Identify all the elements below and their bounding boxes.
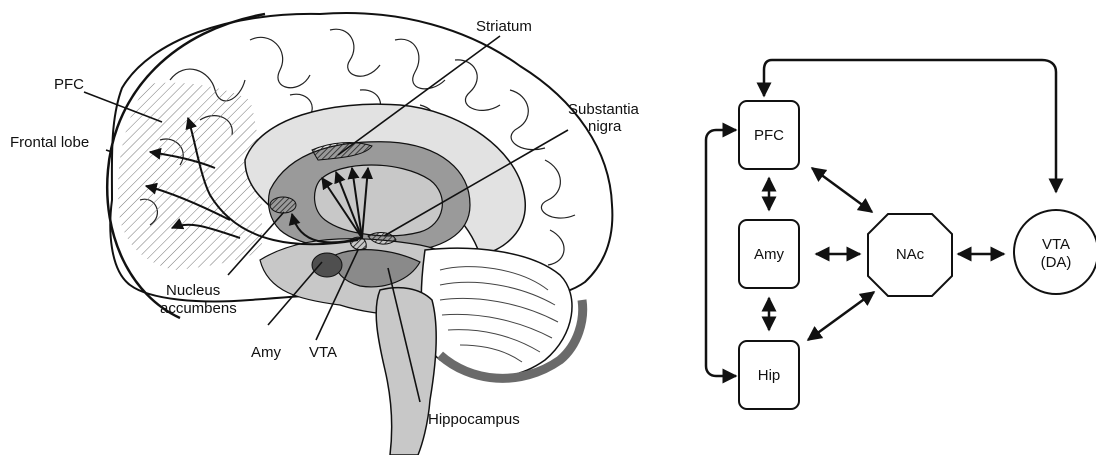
label-nucleus-accumbens-line1: Nucleus	[166, 282, 220, 299]
nucleus-accumbens-region	[270, 197, 296, 213]
label-substantia-nigra-line1: Substantia	[568, 101, 639, 118]
hip-nac-arrow	[808, 292, 874, 340]
label-nucleus-accumbens-line2: accumbens	[160, 300, 237, 317]
pfc-hip-loop-arrow	[706, 130, 736, 376]
label-frontal-lobe: Frontal lobe	[10, 134, 89, 151]
label-vta: VTA	[309, 344, 337, 361]
pfc-node: PFC	[738, 100, 800, 170]
label-hippocampus: Hippocampus	[428, 411, 520, 428]
vta-to-pfc-arrow	[764, 60, 1056, 192]
nac-node-label: NAc	[868, 246, 952, 263]
label-pfc: PFC	[54, 76, 84, 93]
vta-node-label-line2: (DA)	[1014, 254, 1096, 271]
label-striatum: Striatum	[476, 18, 532, 35]
pfc-region	[118, 83, 262, 270]
amy-node: Amy	[738, 219, 800, 289]
pfc-nac-arrow	[812, 168, 872, 212]
pfc-node-label: PFC	[754, 127, 784, 144]
amy-node-label: Amy	[754, 246, 784, 263]
hip-node-label: Hip	[758, 367, 781, 384]
amygdala-region	[312, 253, 342, 277]
vta-node-label-line1: VTA	[1014, 236, 1096, 253]
label-substantia-nigra-line2: nigra	[588, 118, 621, 135]
hip-node: Hip	[738, 340, 800, 410]
brainstem	[376, 288, 436, 455]
thalamus	[315, 165, 443, 236]
label-amy: Amy	[251, 344, 281, 361]
